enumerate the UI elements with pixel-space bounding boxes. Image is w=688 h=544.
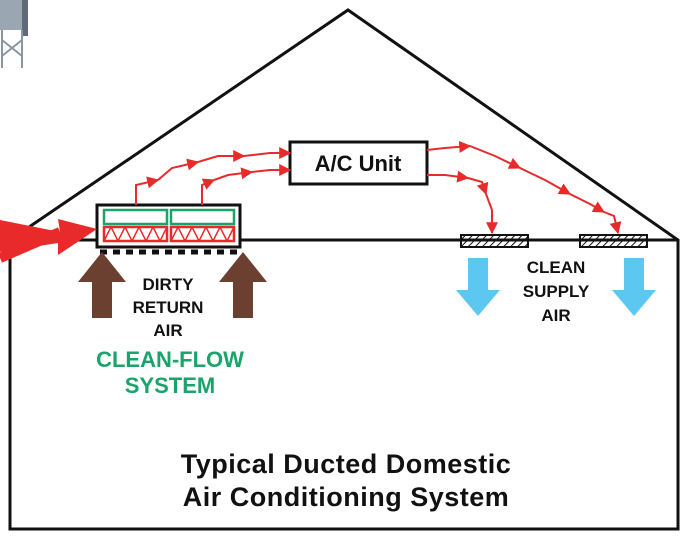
system-label-line1: CLEAN-FLOW [96,347,244,372]
return-label-line1: DIRTY [143,275,195,294]
ac-unit-label: A/C Unit [315,151,402,176]
system-label-line2: SYSTEM [125,373,215,398]
supply-label-line3: AIR [541,306,570,325]
diagram-title-line1: Typical Ducted Domestic [181,449,512,479]
return-label-line2: RETURN [133,298,204,317]
supply-airflow-arrows [426,140,622,235]
house-outline [8,8,680,531]
water-tower-icon [0,0,28,68]
supply-register-right [579,234,648,248]
clean-air-arrow-left [456,258,500,316]
return-airflow-arrows [135,147,292,205]
supply-label-line2: SUPPLY [523,282,590,301]
supply-label-line1: CLEAN [527,258,586,277]
diagram-title-line2: Air Conditioning System [183,482,510,512]
supply-register-left [460,234,529,248]
return-label-line3: AIR [153,321,182,340]
ac-unit-box [288,140,429,186]
dirty-air-arrow-left [78,252,126,318]
clean-air-arrow-right [612,258,656,316]
dirty-air-arrow-right [219,252,267,318]
clean-flow-filter-box [95,203,242,249]
inlet-arrow [0,219,97,263]
